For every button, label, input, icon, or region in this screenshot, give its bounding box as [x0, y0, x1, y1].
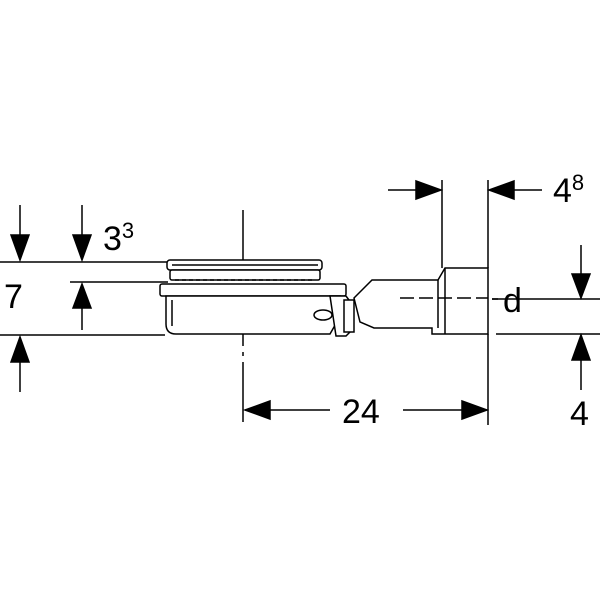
label-33-base: 3: [103, 220, 122, 258]
drain-flange: [159, 283, 347, 297]
label-7: 7: [4, 278, 23, 316]
grate-ring: [169, 269, 321, 281]
label-33-sup: 3: [122, 218, 134, 243]
label-48-base: 4: [553, 172, 572, 210]
connector-nut: [343, 299, 355, 333]
shower-drain: [159, 259, 489, 337]
label-4: 4: [570, 395, 589, 433]
label-48: 48: [553, 170, 584, 210]
label-48-sup: 8: [572, 170, 584, 195]
arrow-24-right-head: [461, 399, 490, 421]
extension-lines: [0, 180, 600, 425]
arrow-48-right-head: [486, 179, 515, 201]
arrow-33-top-head: [71, 234, 93, 263]
arrow-4-top-head: [570, 273, 592, 301]
arrow-7-top-head: [9, 234, 31, 263]
dimension-arrows: [9, 179, 592, 421]
outlet-pipe: [353, 267, 489, 335]
label-24: 24: [342, 393, 380, 431]
arrow-48-left-head: [415, 179, 444, 201]
arrow-24-left-head: [242, 399, 271, 421]
connector-oval: [313, 309, 333, 321]
arrow-33-bottom-head: [71, 281, 93, 309]
arrow-7-bottom-head: [9, 334, 31, 363]
arrow-4-bottom-head: [570, 332, 592, 361]
label-33: 33: [103, 218, 134, 258]
label-d: d: [503, 282, 522, 320]
